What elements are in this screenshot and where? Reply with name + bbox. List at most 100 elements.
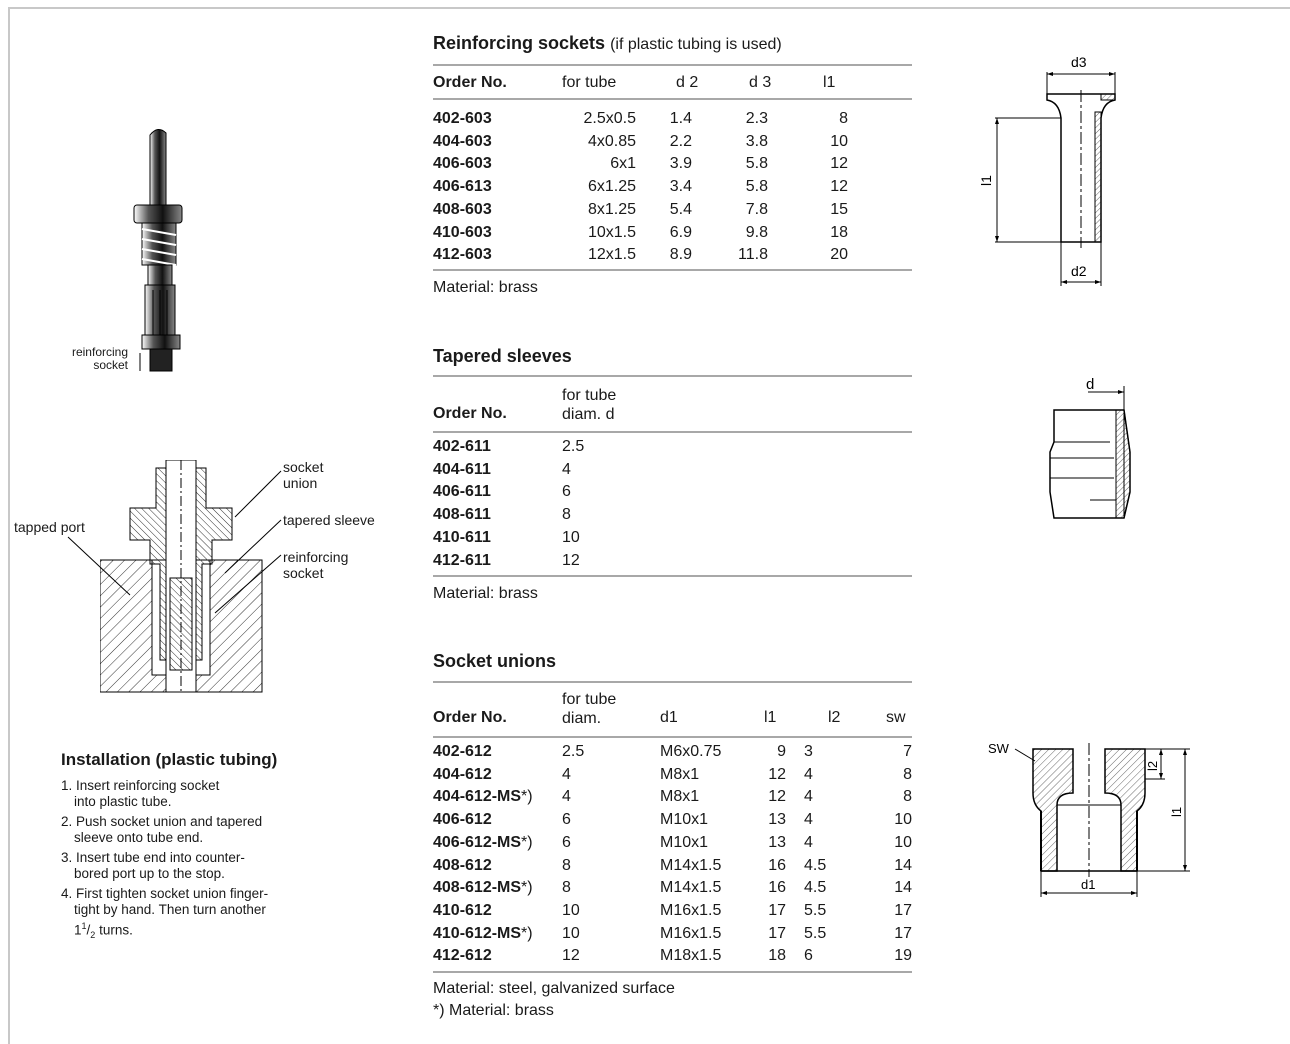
reinforcing-sockets-title: Reinforcing sockets (if plastic tubing i…: [433, 33, 782, 53]
reinforcing-socket-label: reinforcing socket: [50, 346, 128, 372]
col-header: Order No.: [433, 74, 507, 91]
table-cell: 4: [562, 788, 571, 806]
col-header-line: for tube: [562, 387, 617, 404]
table-cell: 6x1.25: [587, 178, 636, 196]
table-cell: 8: [562, 879, 571, 897]
table-cell: 12: [830, 178, 848, 196]
table-cell: 404-611: [433, 460, 491, 478]
dim-d1-label: d1: [1081, 877, 1095, 892]
table-cell: 7: [903, 743, 912, 760]
table-cell: 18: [830, 223, 848, 241]
socket-unions-title: Socket unions: [433, 651, 557, 671]
rule: [433, 64, 912, 66]
order-number: 412-612: [433, 947, 492, 965]
table-cell: 412-612: [433, 945, 562, 968]
label-line: union: [283, 475, 318, 491]
table-cell: 12: [830, 155, 848, 173]
table-cell: 15: [830, 200, 848, 218]
table-cell: 19: [894, 947, 912, 965]
table-cell: 16: [768, 879, 786, 897]
table-cell: 9: [777, 743, 786, 760]
page-frame-top: [8, 7, 1290, 9]
table-cell: M10x1: [660, 833, 709, 851]
label-line: socket: [283, 565, 324, 581]
label-line: reinforcing: [283, 549, 349, 565]
table-cell: 404-612: [433, 764, 562, 787]
reinforcing-sockets-subtitle: (if plastic tubing is used): [610, 36, 782, 53]
table-cell: 16: [768, 856, 786, 874]
table-cell: 10: [830, 132, 848, 150]
table-cell: 17: [768, 901, 786, 919]
col-header: for tube: [562, 74, 617, 91]
table-header-row: Order No. for tube d 2 d 3 l1: [433, 72, 883, 95]
order-number: 408-612-MS: [433, 879, 522, 897]
table-cell: 2.2: [669, 132, 692, 150]
table-cell: 5.5: [804, 924, 827, 942]
table-cell: 18: [768, 947, 786, 965]
table-cell: 408-612-MS*): [433, 877, 562, 900]
table-cell: 10: [894, 833, 912, 851]
table-cell: 12: [562, 551, 580, 569]
rule: [433, 736, 912, 738]
dim-l2-label: l2: [1145, 761, 1160, 771]
socket-unions-note: *) Material: brass: [433, 1002, 554, 1019]
table-cell: M8x1: [660, 788, 700, 806]
socket-unions-tube-header: for tube diam.: [562, 690, 616, 728]
table-cell: 6: [804, 947, 813, 965]
table-cell: 5.8: [745, 155, 768, 173]
table-cell: M16x1.5: [660, 924, 722, 942]
table-cell: 406-612: [433, 809, 562, 832]
dim-d-label: d: [1086, 376, 1094, 393]
order-number: 406-612-MS: [433, 833, 522, 851]
fraction-denominator: 2: [90, 930, 96, 941]
installation-step: 4. First tighten socket union finger-tig…: [61, 886, 321, 943]
table-cell: 404-603: [433, 132, 492, 150]
table-cell: 4.5: [804, 879, 827, 897]
rule: [433, 575, 912, 577]
table-cell: 406-612-MS*): [433, 832, 562, 855]
fraction-whole: 1: [74, 922, 82, 938]
table-cell: M10x1: [660, 811, 709, 829]
table-cell: M14x1.5: [660, 856, 722, 874]
tapered-sleeve-callout: tapered sleeve: [283, 512, 375, 528]
order-number: 406-612: [433, 811, 492, 829]
table-cell: 8: [562, 506, 571, 524]
table-cell: 8x1.25: [587, 200, 636, 218]
socket-union-callout: socket union: [283, 459, 323, 491]
order-number: 408-612: [433, 856, 492, 874]
table-cell: 408-603: [433, 200, 492, 218]
rule: [433, 431, 912, 433]
step-line: 4. First tighten socket union finger-: [61, 886, 269, 901]
rule: [433, 971, 912, 973]
rule: [433, 681, 912, 683]
col-header: d 3: [749, 74, 772, 91]
col-header: d 2: [676, 74, 699, 91]
table-cell: 412-603: [433, 246, 492, 264]
table-cell: 20: [830, 246, 848, 264]
dim-d3-label: d3: [1071, 54, 1087, 70]
table-cell: 10: [562, 924, 580, 942]
dim-l1-label: l1: [978, 175, 994, 186]
col-header-line: diam.: [562, 710, 602, 727]
table-cell: 408-611: [433, 506, 491, 524]
table-cell: M16x1.5: [660, 901, 722, 919]
step-line: 3. Insert tube end into counter-: [61, 850, 245, 865]
table-cell: 5.5: [804, 901, 827, 919]
table-cell: 10: [562, 901, 580, 919]
table-cell: 402-603: [433, 110, 492, 127]
table-cell: 3.9: [669, 155, 692, 173]
socket-unions-l1-header: l1: [764, 709, 777, 726]
installation-title: Installation (plastic tubing): [61, 750, 278, 769]
step-line: tight by hand. Then turn another: [74, 902, 266, 917]
table-cell: 5.4: [669, 200, 692, 218]
table-cell: 406-611: [433, 483, 491, 501]
